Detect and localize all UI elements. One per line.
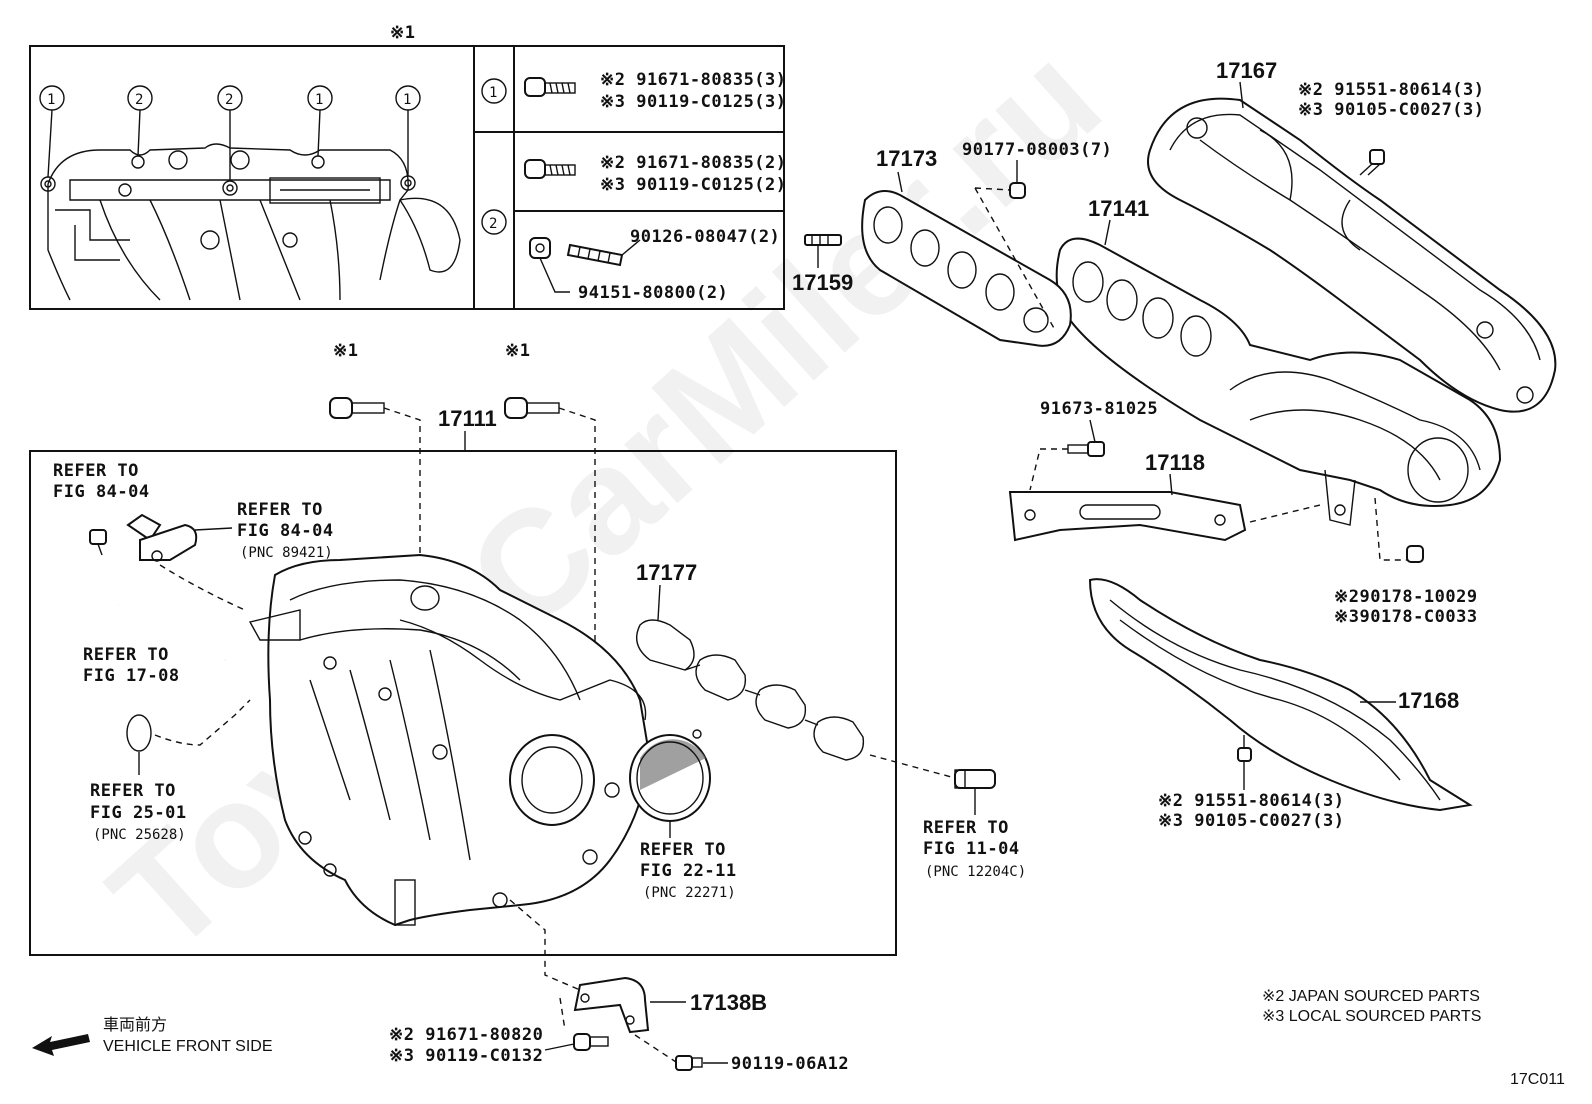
- bolt-icon: [524, 159, 576, 179]
- refer-2-line3: (PNC 89421): [240, 545, 333, 561]
- inset-nut-part: 94151-80800(2): [578, 283, 728, 303]
- part-number-17167: 17167: [1216, 58, 1277, 83]
- part-number-17159: 17159: [792, 270, 853, 295]
- refer-6-line1: REFER TO: [923, 818, 1009, 838]
- lower-insulator-bolts-local: ※3 90105-C0027(3): [1158, 811, 1345, 831]
- hole-callout-1b: 1: [315, 92, 323, 108]
- legend-japan-sourced: ※2 JAPAN SOURCED PARTS: [1262, 988, 1480, 1005]
- nut-icon: [1009, 182, 1026, 199]
- hole-callout-2a: 2: [135, 92, 143, 108]
- hole-callout-1c: 1: [403, 92, 411, 108]
- nut-icon: [1406, 545, 1424, 563]
- o-ring-icon: [126, 714, 152, 752]
- inset-title-mark: ※1: [390, 23, 415, 43]
- intake-manifold-frame: [29, 450, 897, 956]
- insulator-bolts-local: ※3 90105-C0027(3): [1298, 100, 1485, 120]
- refer-4-line1: REFER TO: [90, 781, 176, 801]
- bolt-icon: [524, 77, 576, 97]
- refer-3-line2: FIG 17-08: [83, 666, 180, 686]
- part-number-17173: 17173: [876, 146, 937, 171]
- inset-hole-callouts: 1 2 2 1 1: [39, 85, 421, 181]
- note-mark-1b: ※1: [505, 341, 530, 361]
- nut-right-local: ※390178-C0033: [1334, 607, 1478, 627]
- part-number-17168: 17168: [1398, 688, 1459, 713]
- manifold-stay-17118: [1008, 491, 1247, 542]
- bracket-bolts-japan: ※2 91671-80820: [389, 1025, 543, 1045]
- bolt-icon: [329, 397, 385, 419]
- inset-row2-key: 2: [489, 216, 497, 232]
- refer-3-line1: REFER TO: [83, 645, 169, 665]
- intake-manifold-17111: [248, 553, 652, 927]
- hole-callout-1a: 1: [47, 92, 55, 108]
- refer-1-line2: FIG 84-04: [53, 482, 150, 502]
- bolt-icon: [573, 1033, 609, 1051]
- bolt-icon: [89, 529, 107, 556]
- bolt-icon: [1359, 149, 1385, 176]
- vehicle-front-en: VEHICLE FRONT SIDE: [103, 1038, 273, 1055]
- part-number-90119-06a12: 90119-06A12: [731, 1054, 849, 1074]
- hole-callout-2b: 2: [225, 92, 233, 108]
- inset-row1-part-japan: ※2 91671-80835(3): [600, 70, 787, 90]
- injector-icon: [954, 769, 996, 789]
- refer-6-line2: FIG 11-04: [923, 839, 1020, 859]
- inset-row1-part-local: ※3 90119-C0125(3): [600, 92, 787, 112]
- figure-code: 17C011: [1510, 1071, 1565, 1088]
- inset-row2-part-local: ※3 90119-C0125(2): [600, 175, 787, 195]
- intake-gasket-17177: [636, 619, 865, 761]
- exhaust-manifold-17141: [1055, 237, 1502, 526]
- front-arrow-icon: [32, 1034, 90, 1056]
- stud-icon: [804, 234, 842, 246]
- inset-stud-part: 90126-08047(2): [630, 227, 780, 247]
- part-number-17141: 17141: [1088, 196, 1149, 221]
- lower-insulator-bolts-japan: ※2 91551-80614(3): [1158, 791, 1345, 811]
- inset-panel: ※1 1: [29, 23, 787, 310]
- stud-icon: [566, 243, 624, 267]
- bolt-icon: [675, 1055, 703, 1071]
- inset-row1-key: 1: [489, 85, 497, 101]
- part-number-90177: 90177-08003(7): [962, 140, 1112, 160]
- part-number-17118: 17118: [1145, 450, 1205, 475]
- part-number-17138b: 17138B: [690, 990, 767, 1015]
- nut-icon: [529, 237, 551, 259]
- refer-2-line2: FIG 84-04: [237, 521, 334, 541]
- refer-4-line3: (PNC 25628): [93, 827, 186, 843]
- refer-5-line3: (PNC 22271): [643, 885, 736, 901]
- refer-2-line1: REFER TO: [237, 500, 323, 520]
- sensor-icon: [126, 513, 198, 562]
- legend-local-sourced: ※3 LOCAL SOURCED PARTS: [1262, 1008, 1481, 1025]
- refer-1-line1: REFER TO: [53, 461, 139, 481]
- nut-right-japan: ※290178-10029: [1334, 587, 1478, 607]
- refer-4-line2: FIG 25-01: [90, 803, 187, 823]
- inset-row2-part-japan: ※2 91671-80835(2): [600, 153, 787, 173]
- bracket-bolts-local: ※3 90119-C0132: [389, 1046, 543, 1066]
- refer-5-line1: REFER TO: [640, 840, 726, 860]
- inset-flange-drawing: [40, 143, 461, 301]
- upper-heat-insulator-17167: [1147, 97, 1557, 413]
- hose-icon: [117, 602, 228, 662]
- note-mark-1a: ※1: [333, 341, 358, 361]
- part-number-17177: 17177: [636, 560, 697, 585]
- part-number-17111: 17111: [438, 406, 497, 431]
- vehicle-front-jp: 車両前方: [103, 1016, 167, 1034]
- bracket-17138b: [573, 976, 650, 1034]
- exhaust-gasket-17173: [861, 190, 1072, 347]
- insulator-bolts-japan: ※2 91551-80614(3): [1298, 80, 1485, 100]
- throttle-gasket-icon: [629, 729, 711, 822]
- bolt-icon: [504, 397, 560, 419]
- bolt-icon: [1067, 441, 1105, 457]
- refer-5-line2: FIG 22-11: [640, 861, 737, 881]
- part-number-91673: 91673-81025: [1040, 399, 1158, 419]
- bolt-icon: [1237, 735, 1252, 762]
- lower-heat-insulator-17168: [1088, 578, 1473, 812]
- refer-6-line3: (PNC 12204C): [925, 864, 1026, 880]
